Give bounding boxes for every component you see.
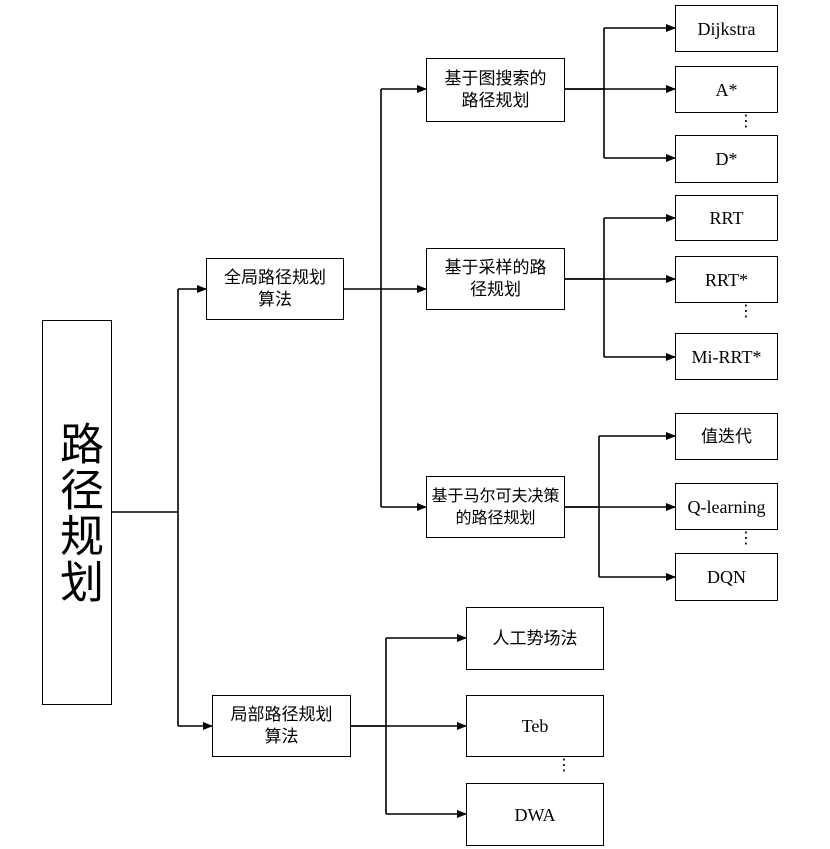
connector-graph-trunk <box>564 28 605 158</box>
sampling-node: 基于采样的路径规划 <box>426 248 565 310</box>
ellipsis-local: ⋮ <box>556 755 572 774</box>
mi-rrt-star-node: Mi-RRT* <box>675 333 778 380</box>
local-planning-node: 局部路径规划算法 <box>212 695 351 757</box>
connector-root-trunk <box>111 289 179 726</box>
ellipsis-markov: ⋮ <box>738 528 754 547</box>
ellipsis-graph: ⋮ <box>738 111 754 130</box>
global-planning-node: 全局路径规划算法 <box>206 258 344 320</box>
q-learning-node: Q-learning <box>675 483 778 530</box>
value-iteration-node: 值迭代 <box>675 413 778 460</box>
markov-decision-node: 基于马尔可夫决策的路径规划 <box>426 476 565 538</box>
dstar-node: D* <box>675 135 778 183</box>
dijkstra-node: Dijkstra <box>675 5 778 52</box>
connector-sampling-trunk <box>564 218 605 357</box>
teb-node: Teb <box>466 695 604 757</box>
rrt-node: RRT <box>675 195 778 241</box>
graph-search-node: 基于图搜索的路径规划 <box>426 58 565 122</box>
rrt-star-node: RRT* <box>675 256 778 303</box>
root-node: 路径规划 <box>42 320 112 705</box>
connector-global-trunk <box>343 89 382 507</box>
dwa-node: DWA <box>466 783 604 846</box>
ellipsis-sampling: ⋮ <box>738 301 754 320</box>
artificial-potential-field-node: 人工势场法 <box>466 607 604 670</box>
astar-node: A* <box>675 66 778 113</box>
dqn-node: DQN <box>675 553 778 601</box>
